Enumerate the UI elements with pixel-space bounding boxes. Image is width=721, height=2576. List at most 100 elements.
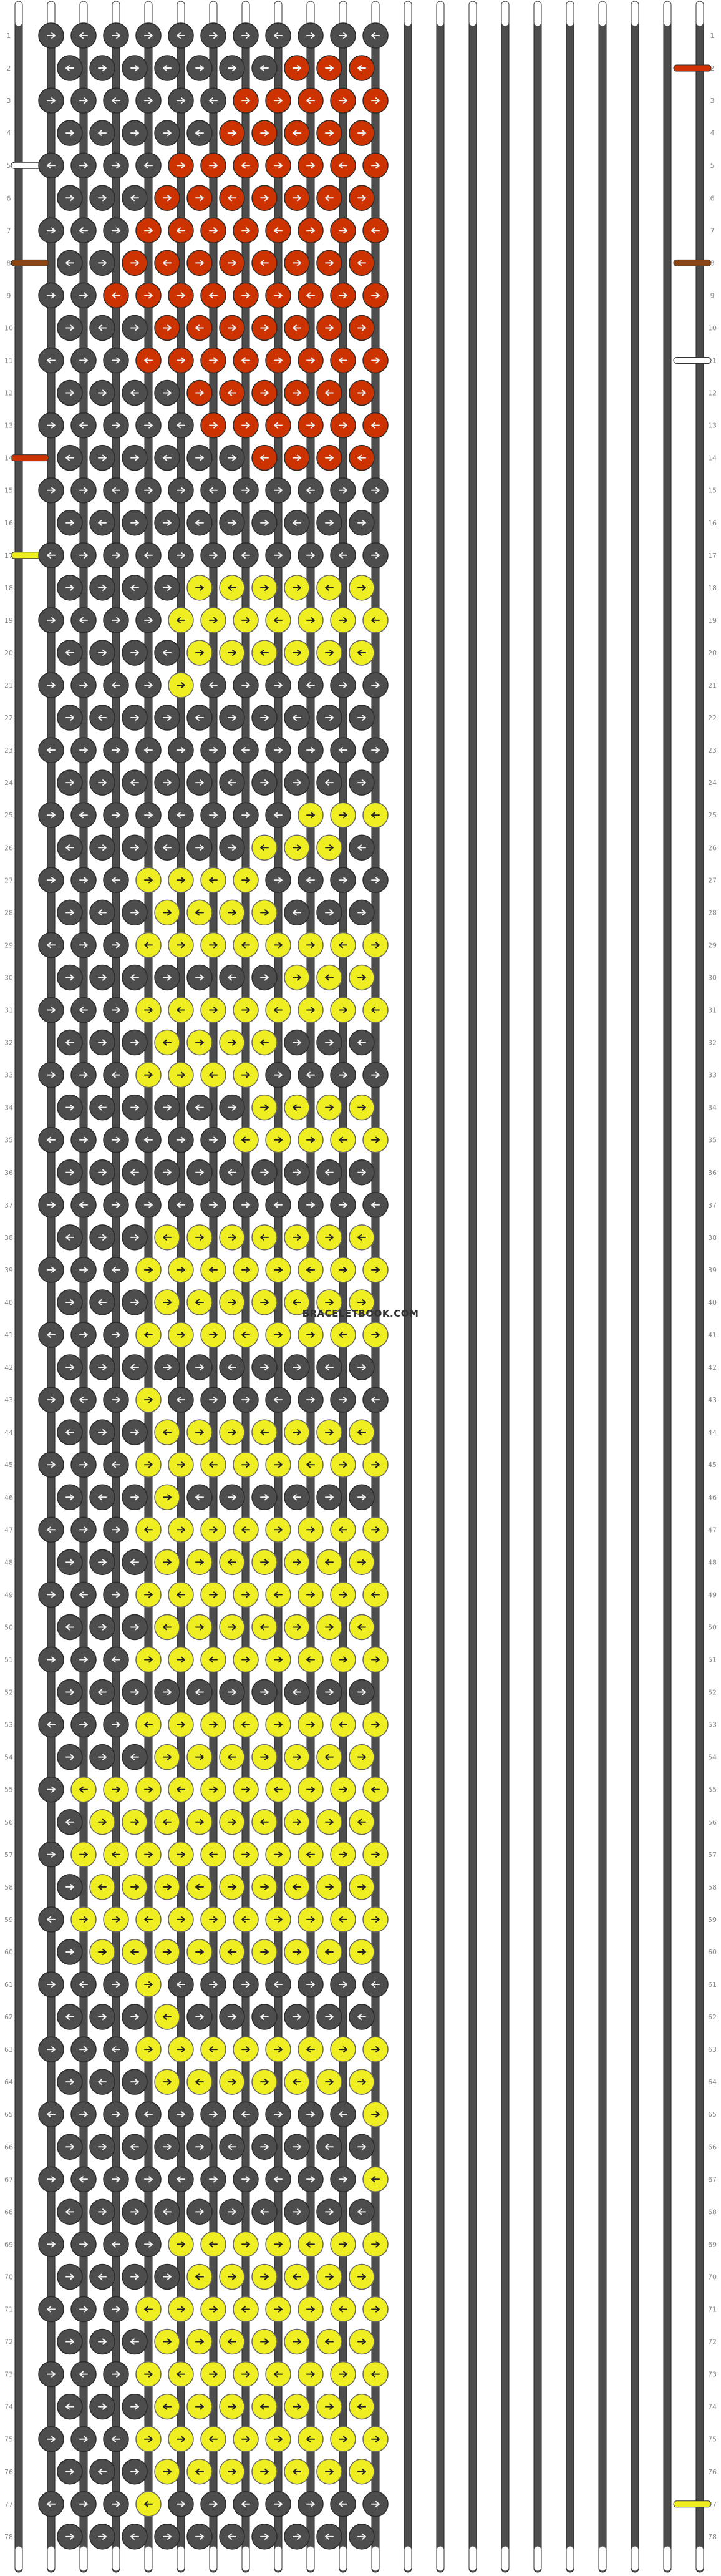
knot: [38, 477, 64, 504]
knot: [135, 802, 162, 828]
knot: [103, 1971, 129, 1998]
knot: [89, 1159, 115, 1186]
knot: [298, 1516, 324, 1543]
knot: [233, 802, 259, 828]
knot: [168, 1516, 194, 1543]
knot: [251, 1549, 278, 1576]
row-label-right: 26: [708, 844, 717, 852]
knot: [122, 2004, 148, 2030]
knot: [251, 1874, 278, 1900]
knot: [349, 2198, 375, 2225]
row-label-right: 9: [710, 291, 715, 300]
knot: [70, 2426, 97, 2452]
row-label-right: 10: [708, 324, 717, 332]
knot: [265, 932, 291, 959]
knot: [103, 2426, 129, 2452]
knot: [316, 705, 342, 731]
knot: [284, 120, 310, 146]
knot: [200, 2231, 226, 2258]
knot: [154, 250, 180, 276]
knot: [57, 2328, 83, 2355]
knot: [57, 55, 83, 81]
knot: [349, 705, 375, 731]
string-end-top: [371, 1, 380, 27]
knot: [362, 87, 389, 114]
knot: [233, 1711, 259, 1738]
knot: [70, 22, 97, 49]
knot: [154, 2263, 180, 2290]
knot: [70, 1906, 97, 1933]
string-line: [468, 1, 477, 2573]
knot: [57, 1874, 83, 1900]
row-label-left: 39: [4, 1266, 13, 1274]
knot: [89, 769, 115, 796]
row-label-left: 73: [4, 2371, 13, 2379]
knot: [168, 2166, 194, 2193]
knot: [251, 250, 278, 276]
knot: [122, 2198, 148, 2225]
row-label-right: 31: [708, 1007, 717, 1015]
knot: [251, 899, 278, 926]
knot: [154, 640, 180, 666]
knot: [70, 2361, 97, 2388]
knot: [200, 1971, 226, 1998]
knot: [122, 1159, 148, 1186]
knot: [330, 412, 356, 439]
knot: [103, 1192, 129, 1218]
row-label-left: 6: [7, 194, 11, 202]
knot: [186, 640, 213, 666]
knot: [103, 672, 129, 698]
knot: [70, 1126, 97, 1153]
knot: [57, 120, 83, 146]
knot: [135, 997, 162, 1023]
knot: [349, 379, 375, 406]
string-end-top: [144, 1, 153, 27]
knot: [57, 1484, 83, 1510]
knot: [219, 1809, 245, 1835]
knot: [298, 1192, 324, 1218]
knot: [135, 412, 162, 439]
string-end-top: [209, 1, 218, 27]
knot: [330, 1711, 356, 1738]
knot: [219, 1939, 245, 1965]
row-label-left: 3: [7, 97, 11, 105]
knot: [122, 1224, 148, 1251]
knot: [135, 2426, 162, 2452]
knot: [38, 2491, 64, 2517]
knot: [316, 55, 342, 81]
knot: [70, 1061, 97, 1088]
knot: [38, 1581, 64, 1608]
knot: [135, 1451, 162, 1478]
knot: [154, 185, 180, 211]
knot: [38, 1711, 64, 1738]
row-label-right: 3: [710, 97, 715, 105]
string-end-bottom: [598, 2545, 607, 2572]
knot: [233, 737, 259, 763]
knot: [316, 899, 342, 926]
knot: [233, 1776, 259, 1803]
knot: [135, 2101, 162, 2127]
row-label-right: 64: [708, 2078, 717, 2086]
knot: [251, 315, 278, 341]
knot: [89, 2263, 115, 2290]
knot: [122, 2069, 148, 2095]
row-label-left: 40: [4, 1299, 13, 1307]
knot: [154, 1094, 180, 1121]
knot: [330, 1451, 356, 1478]
knot: [265, 1711, 291, 1738]
knot: [265, 1516, 291, 1543]
knot: [135, 867, 162, 894]
knot: [89, 2004, 115, 2030]
knot: [57, 2134, 83, 2160]
knot: [186, 2069, 213, 2095]
knot: [154, 769, 180, 796]
knot: [200, 1387, 226, 1413]
knot: [316, 1679, 342, 1705]
knot: [154, 55, 180, 81]
knot: [200, 2426, 226, 2452]
knot: [103, 1516, 129, 1543]
knot: [168, 672, 194, 698]
knot: [330, 2166, 356, 2193]
knot: [186, 1159, 213, 1186]
